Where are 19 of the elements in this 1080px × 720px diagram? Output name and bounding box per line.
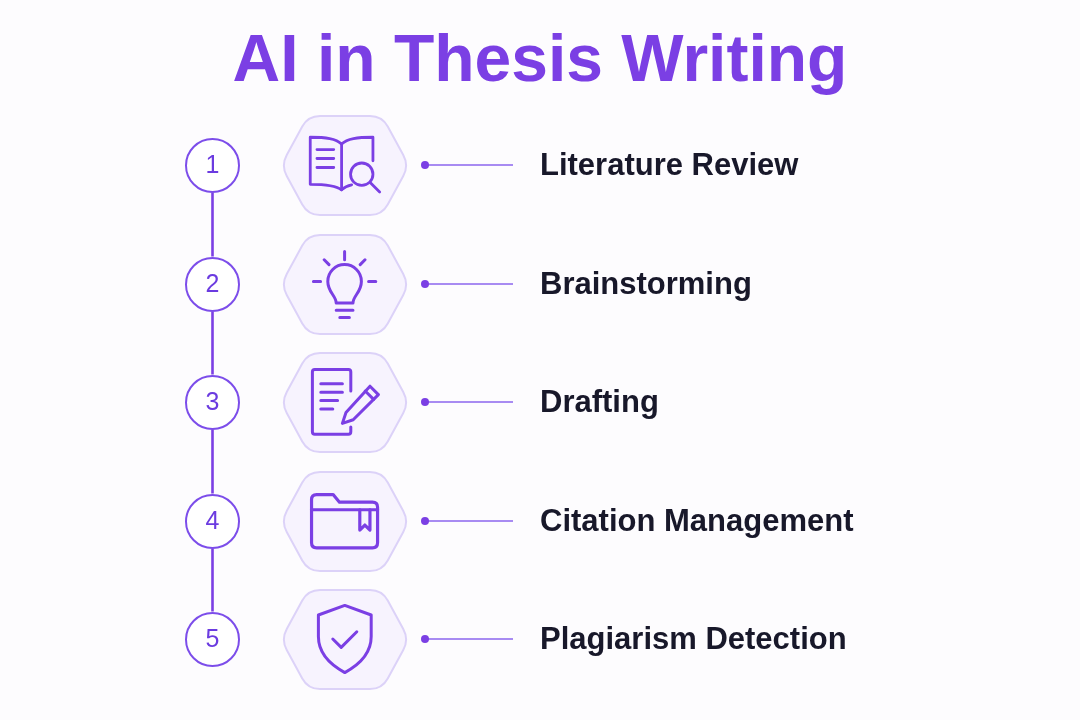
- connector-line: [211, 429, 214, 494]
- connector-line: [211, 311, 214, 375]
- connector-line: [211, 548, 214, 612]
- connector-line: [421, 635, 514, 643]
- step-label: Citation Management: [540, 501, 854, 541]
- connector-line: [421, 398, 514, 406]
- step-label: Drafting: [540, 382, 659, 422]
- step-label: Literature Review: [540, 145, 799, 185]
- step-label: Plagiarism Detection: [540, 619, 847, 659]
- hexagon-tile: [280, 233, 410, 335]
- hexagon-tile: [280, 351, 410, 453]
- connector-line: [421, 280, 514, 288]
- connector-line: [211, 192, 214, 257]
- step-label: Brainstorming: [540, 264, 752, 304]
- hexagon-tile: [280, 470, 410, 572]
- hexagon-tile: [280, 114, 410, 216]
- connector-line: [421, 517, 514, 525]
- connector-line: [421, 161, 514, 169]
- hexagon-tile: [280, 588, 410, 690]
